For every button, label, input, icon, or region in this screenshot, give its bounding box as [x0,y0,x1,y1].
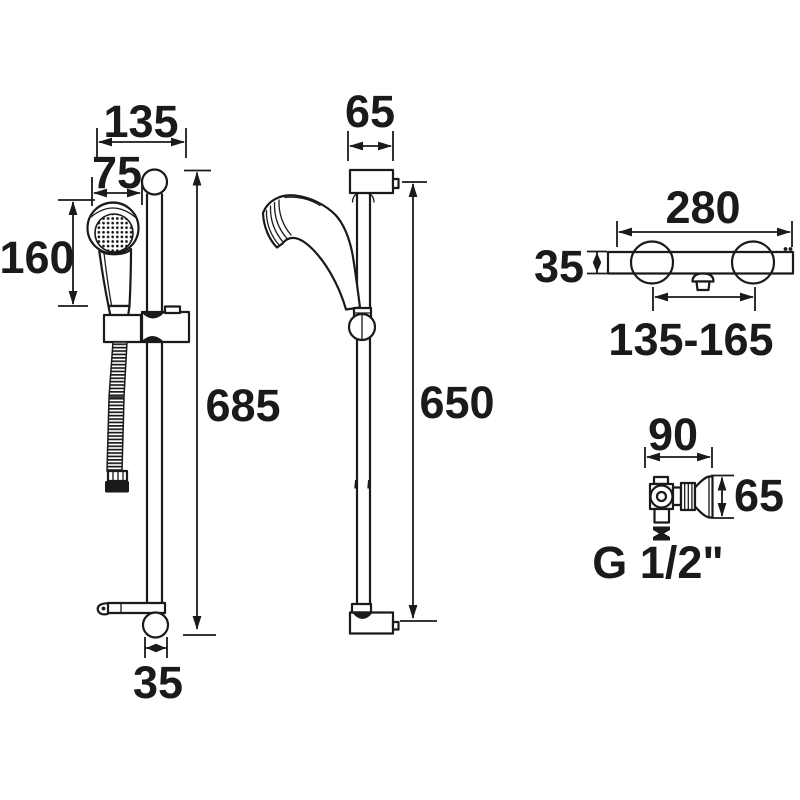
dim-valve-width-280: 280 [616,182,793,247]
dim-rail-end-35: 35 [133,637,183,708]
rail-tube-side [351,191,375,607]
rail-bottom-cap [141,611,170,639]
dim-overall-width-135: 135 [96,96,187,158]
rail-side-view-drawing: 65 650 [261,86,495,635]
thread-size-label: G 1/2" [592,537,723,588]
dim-handset-height-160: 160 [0,199,95,307]
valve-button-dot [788,247,793,251]
dim-bracket-width-65: 65 [345,86,395,161]
valve-outlet-neck [695,280,711,292]
wall-elbow-drawing: 90 65 G 1/2" [592,409,784,588]
rail-top-cap [140,168,169,196]
shower-hose [105,341,129,493]
valve-button-dot [783,247,788,251]
hose-lower-coil [106,397,125,472]
rail-front-view-drawing: 135 75 160 685 [0,96,281,708]
valve-bar [606,250,795,275]
dim-label-90: 90 [648,409,698,460]
dim-elbow-width-90: 90 [644,409,713,468]
dim-label-685: 685 [205,380,280,431]
top-bracket-screw [391,177,400,190]
elbow-neck [671,486,683,507]
bar-valve-drawing: 280 35 135-165 [534,182,795,365]
elbow-thread-symbol [653,526,670,541]
dim-label-135: 135 [103,96,178,147]
valve-right-handle [730,240,776,285]
handset-front [86,201,140,318]
elbow-body [648,475,714,541]
elbow-union-ring [649,484,674,509]
dim-label-35-valve: 35 [534,241,584,292]
holder-lever [163,305,182,315]
handset-spray-face [94,213,134,253]
bottom-bracket-screw [391,620,400,631]
dim-inlet-centres: 135-165 [608,287,774,365]
handset-side [261,194,377,342]
handset-side-outline [261,194,362,311]
handset-holder [102,305,191,344]
dim-handset-spread-75: 75 [91,147,143,206]
dim-label-160: 160 [0,232,75,283]
dim-valve-body-35: 35 [534,241,607,292]
bottom-bracket-side [348,602,400,635]
dim-rail-length-685: 685 [183,169,281,636]
rail-tube-front [140,168,169,606]
elbow-outlet-pipe [653,507,671,524]
rail-bottom-bracket-front [96,601,170,639]
dim-label-135-165: 135-165 [608,314,773,365]
top-bracket-body [348,168,395,195]
dim-label-65-bracket: 65 [345,86,395,137]
valve-body [606,240,795,292]
handset-handle-front [97,247,133,308]
bracket-arm [106,601,167,615]
holder-cradle [102,313,143,344]
dim-label-75: 75 [92,147,142,198]
dim-label-650: 650 [419,377,494,428]
hose-end-cone [105,481,129,493]
top-bracket-side [348,168,400,195]
valve-left-handle [629,240,675,285]
dim-label-280: 280 [665,182,740,233]
dim-fixing-length-650: 650 [400,181,495,622]
elbow-bore [655,490,668,503]
dim-elbow-height-65: 65 [711,470,784,521]
elbow-wall-flange [693,475,714,519]
dim-label-65-elbow: 65 [734,470,784,521]
dim-label-35-rail: 35 [133,657,183,708]
bottom-collar [350,602,373,614]
valve-outlet-dome [691,272,715,283]
hose-upper-coil [108,341,128,398]
